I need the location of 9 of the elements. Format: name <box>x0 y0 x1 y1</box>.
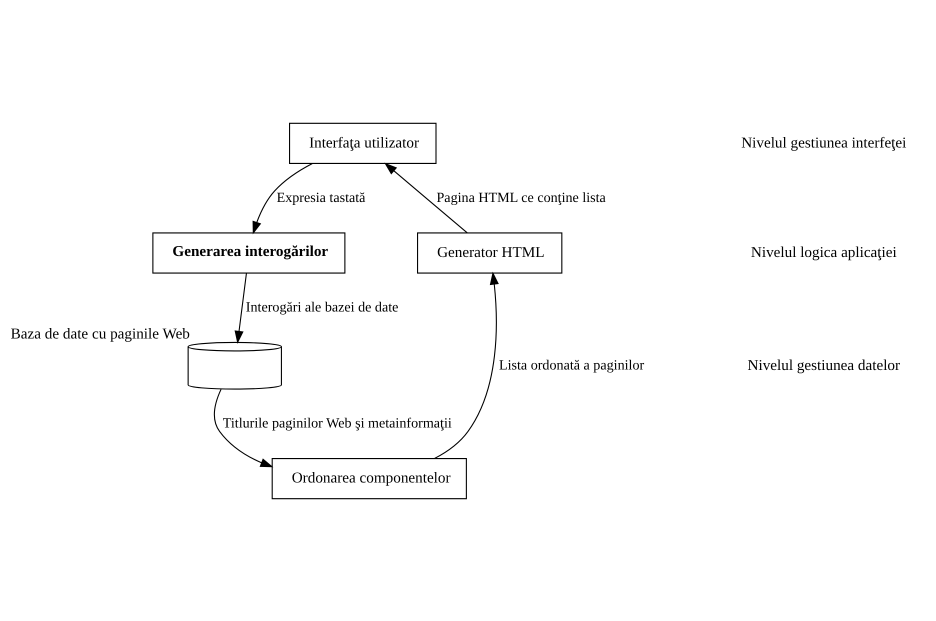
label: Nivelul logica aplicaţiei <box>750 243 897 260</box>
edge-label: Expresia tastată <box>276 189 366 206</box>
label: Nivelul gestiunea datelor <box>748 356 900 374</box>
edge-label: Pagina HTML ce conţine lista <box>436 189 606 206</box>
edge-label: Interogări ale bazei de date <box>246 298 398 315</box>
edge-label: Titlurile paginilor Web şi metainformaţii <box>222 415 452 431</box>
edge-label: Lista ordonată a paginilor <box>498 356 644 373</box>
label: Nivelul gestiunea interfeţei <box>741 134 906 151</box>
node-label: Baza de date cu paginile Web <box>10 324 190 342</box>
